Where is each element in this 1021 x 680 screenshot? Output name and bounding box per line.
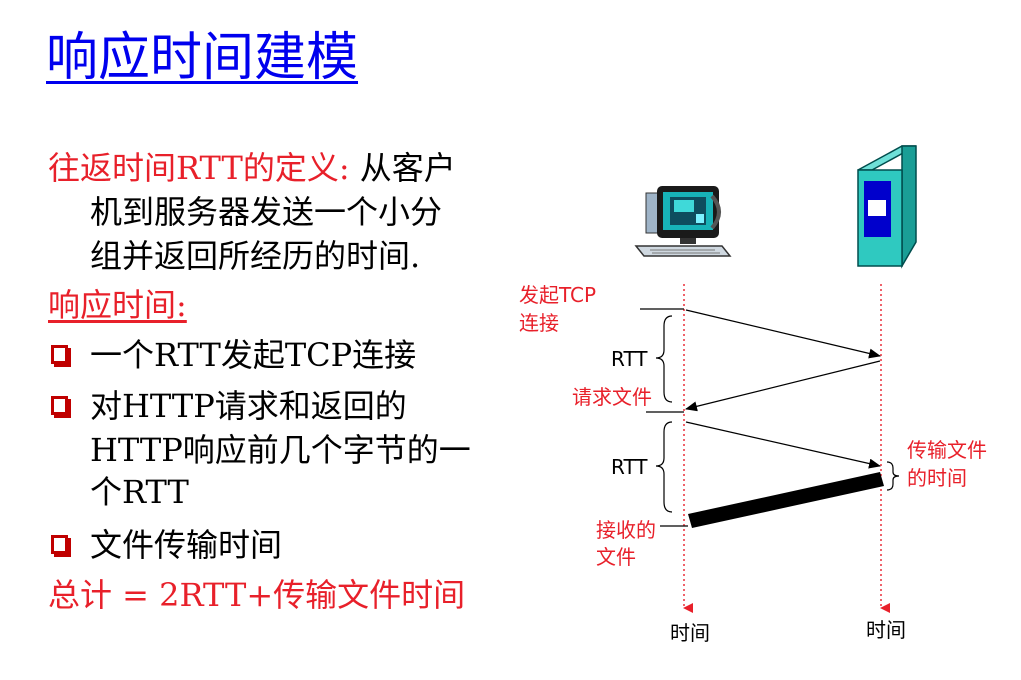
rtt-definition-line2: 机到服务器发送一个小分 [90,193,443,231]
server-tower-icon [857,145,917,269]
bullet-1-line1: 一个RTT发起TCP连接 [90,336,417,374]
label-initiate-tcp: 发起TCP [519,283,596,307]
response-time-heading: 响应时间: [48,286,187,324]
rtt-brace [655,315,673,403]
computer-icon [634,186,732,257]
rtt-definition-term: 往返时间RTT的定义: [48,149,350,187]
bullet-box-icon [51,345,71,367]
label-received-1: 接收的 [596,518,656,542]
bullet-2-line2: HTTP响应前几个字节的一 [90,431,471,469]
label-transmit-time-1: 传输文件 [907,438,987,462]
total-formula: 总计 = 2RTT+传输文件时间 [48,576,466,614]
transmit-brace [886,461,900,491]
request-arrow [685,421,881,469]
rtt-label: RTT [611,347,648,371]
label-connection: 连接 [519,311,559,335]
bullet-2-line1: 对HTTP请求和返回的 [90,387,407,425]
synack-arrow [685,360,881,412]
label-received-2: 文件 [596,545,636,569]
rtt-label: RTT [611,455,648,479]
rtt-definition-line1: 往返时间RTT的定义: 从客户 [48,146,456,190]
rtt-definition-line3: 组并返回所经历的时间. [90,237,421,275]
bullet-2-line3: 个RTT [90,473,189,511]
client-time-label: 时间 [670,621,710,645]
label-transmit-time-2: 的时间 [907,466,967,490]
rtt-brace [655,421,673,513]
page-title: 响应时间建模 [46,28,359,88]
rtt-definition-text1: 从客户 [349,149,456,187]
bullet-box-icon [51,396,71,418]
server-time-label: 时间 [866,618,906,642]
label-request-file: 请求文件 [572,385,652,409]
bullet-3-line1: 文件传输时间 [90,526,283,564]
file-transfer-bar [688,472,884,528]
bullet-box-icon [51,535,71,557]
syn-arrow [685,309,881,359]
